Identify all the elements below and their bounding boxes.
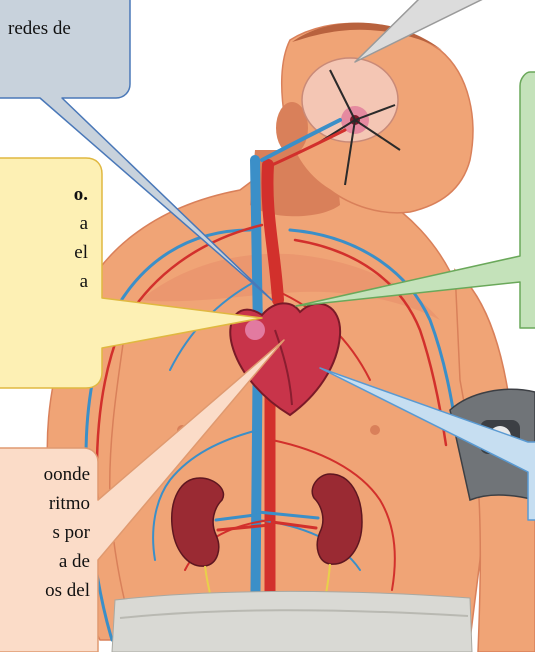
callout-bottom-left-line: s por <box>8 518 90 547</box>
callout-bottom-left-text: oonde ritmo s por a de os del <box>8 460 90 605</box>
vena-cava <box>255 160 258 640</box>
callout-mid-left-line: a <box>4 209 88 238</box>
callout-mid-left-text: o. a el a <box>4 180 88 296</box>
callout-bottom-left-line: os del <box>8 576 90 605</box>
waist-cloth <box>112 591 472 652</box>
callout-top-left-line: redes de <box>8 14 98 43</box>
callout-mid-left-line: a <box>4 267 88 296</box>
callout-bottom-left-line: a de <box>8 547 90 576</box>
callout-bottom-left-line: ritmo <box>8 489 90 518</box>
callout-mid-left-heading: o. <box>4 180 88 209</box>
callout-top-left-text: redes de <box>8 14 98 43</box>
heart-atrium <box>245 320 265 340</box>
callout-mid-left-line: el <box>4 238 88 267</box>
callout-bottom-left-line: oonde <box>8 460 90 489</box>
nipple-right <box>370 425 380 435</box>
